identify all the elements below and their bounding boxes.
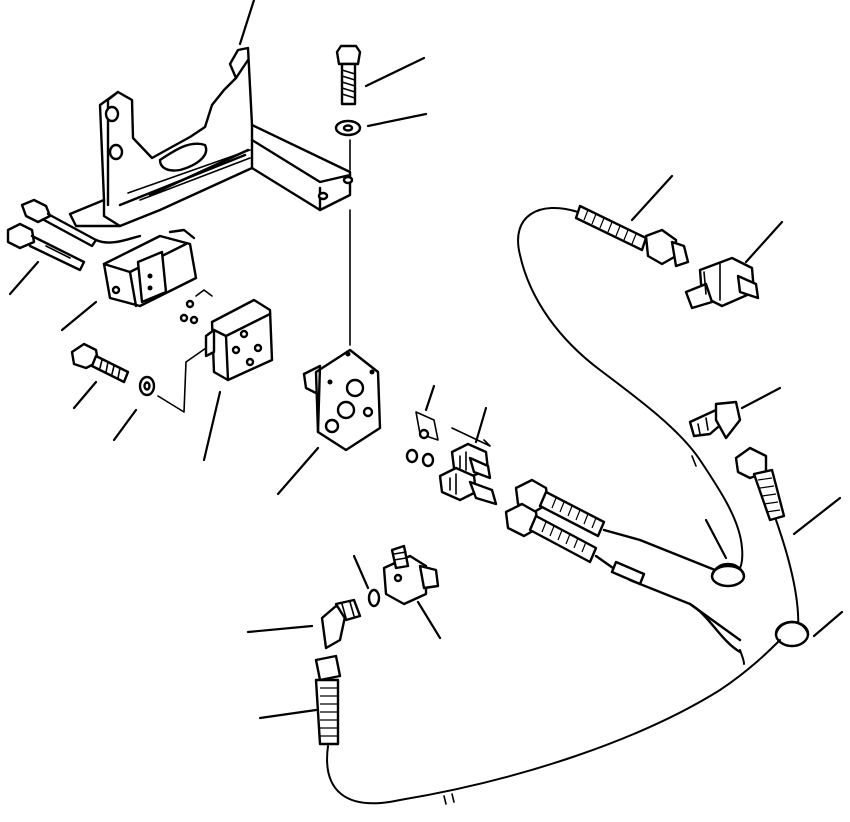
leader-tee xyxy=(744,220,784,264)
hose-right xyxy=(734,446,800,631)
hose-clamp xyxy=(710,562,810,648)
leader-washer-top xyxy=(366,112,428,128)
leader-clamp-upper xyxy=(704,518,728,560)
valve-cover-plate xyxy=(204,298,274,382)
o-rings xyxy=(405,411,439,468)
leader-cover-plate xyxy=(202,390,222,462)
leader-bolt-top xyxy=(364,56,426,88)
straight-adapters xyxy=(438,427,498,506)
wire-connectors xyxy=(6,198,142,272)
leader-washer-side xyxy=(112,408,138,442)
small-o-rings xyxy=(179,289,213,325)
leader-clamp xyxy=(812,610,844,638)
leader-hose-lower xyxy=(258,708,318,720)
axis-line-side xyxy=(157,347,207,413)
leader-mount-plate xyxy=(276,446,320,496)
leader-o-ring-lower xyxy=(352,554,370,590)
leader-lines xyxy=(8,0,844,720)
elbow-fitting-lower xyxy=(320,598,362,650)
valve-mount-plate xyxy=(302,348,382,452)
leader-solenoid xyxy=(60,300,98,332)
tee-fitting xyxy=(684,256,760,310)
washer-side xyxy=(138,375,156,397)
bolt-side xyxy=(70,342,130,384)
hose-assemblies xyxy=(504,478,742,654)
leader-upper-hose xyxy=(630,174,674,222)
elbow-fitting-right xyxy=(688,400,742,440)
hose-lower xyxy=(314,639,781,805)
leader-connectors xyxy=(8,260,40,296)
leader-elbow-lower xyxy=(246,624,314,634)
leader-hose-right xyxy=(792,496,842,536)
leader-elbow-right xyxy=(740,386,782,410)
upper-hose xyxy=(517,204,744,576)
leader-tee-lower xyxy=(416,600,442,640)
leader-bracket xyxy=(238,0,256,46)
tee-fitting-lower xyxy=(382,544,440,606)
mounting-bracket xyxy=(68,46,354,228)
leader-adapters xyxy=(474,406,488,444)
bolt-top xyxy=(335,44,362,106)
leader-bolt-side xyxy=(72,380,98,410)
leader-o-rings xyxy=(424,384,436,412)
o-ring-lower xyxy=(367,588,381,608)
washer-top xyxy=(334,119,362,137)
solenoid-valve xyxy=(102,228,198,308)
